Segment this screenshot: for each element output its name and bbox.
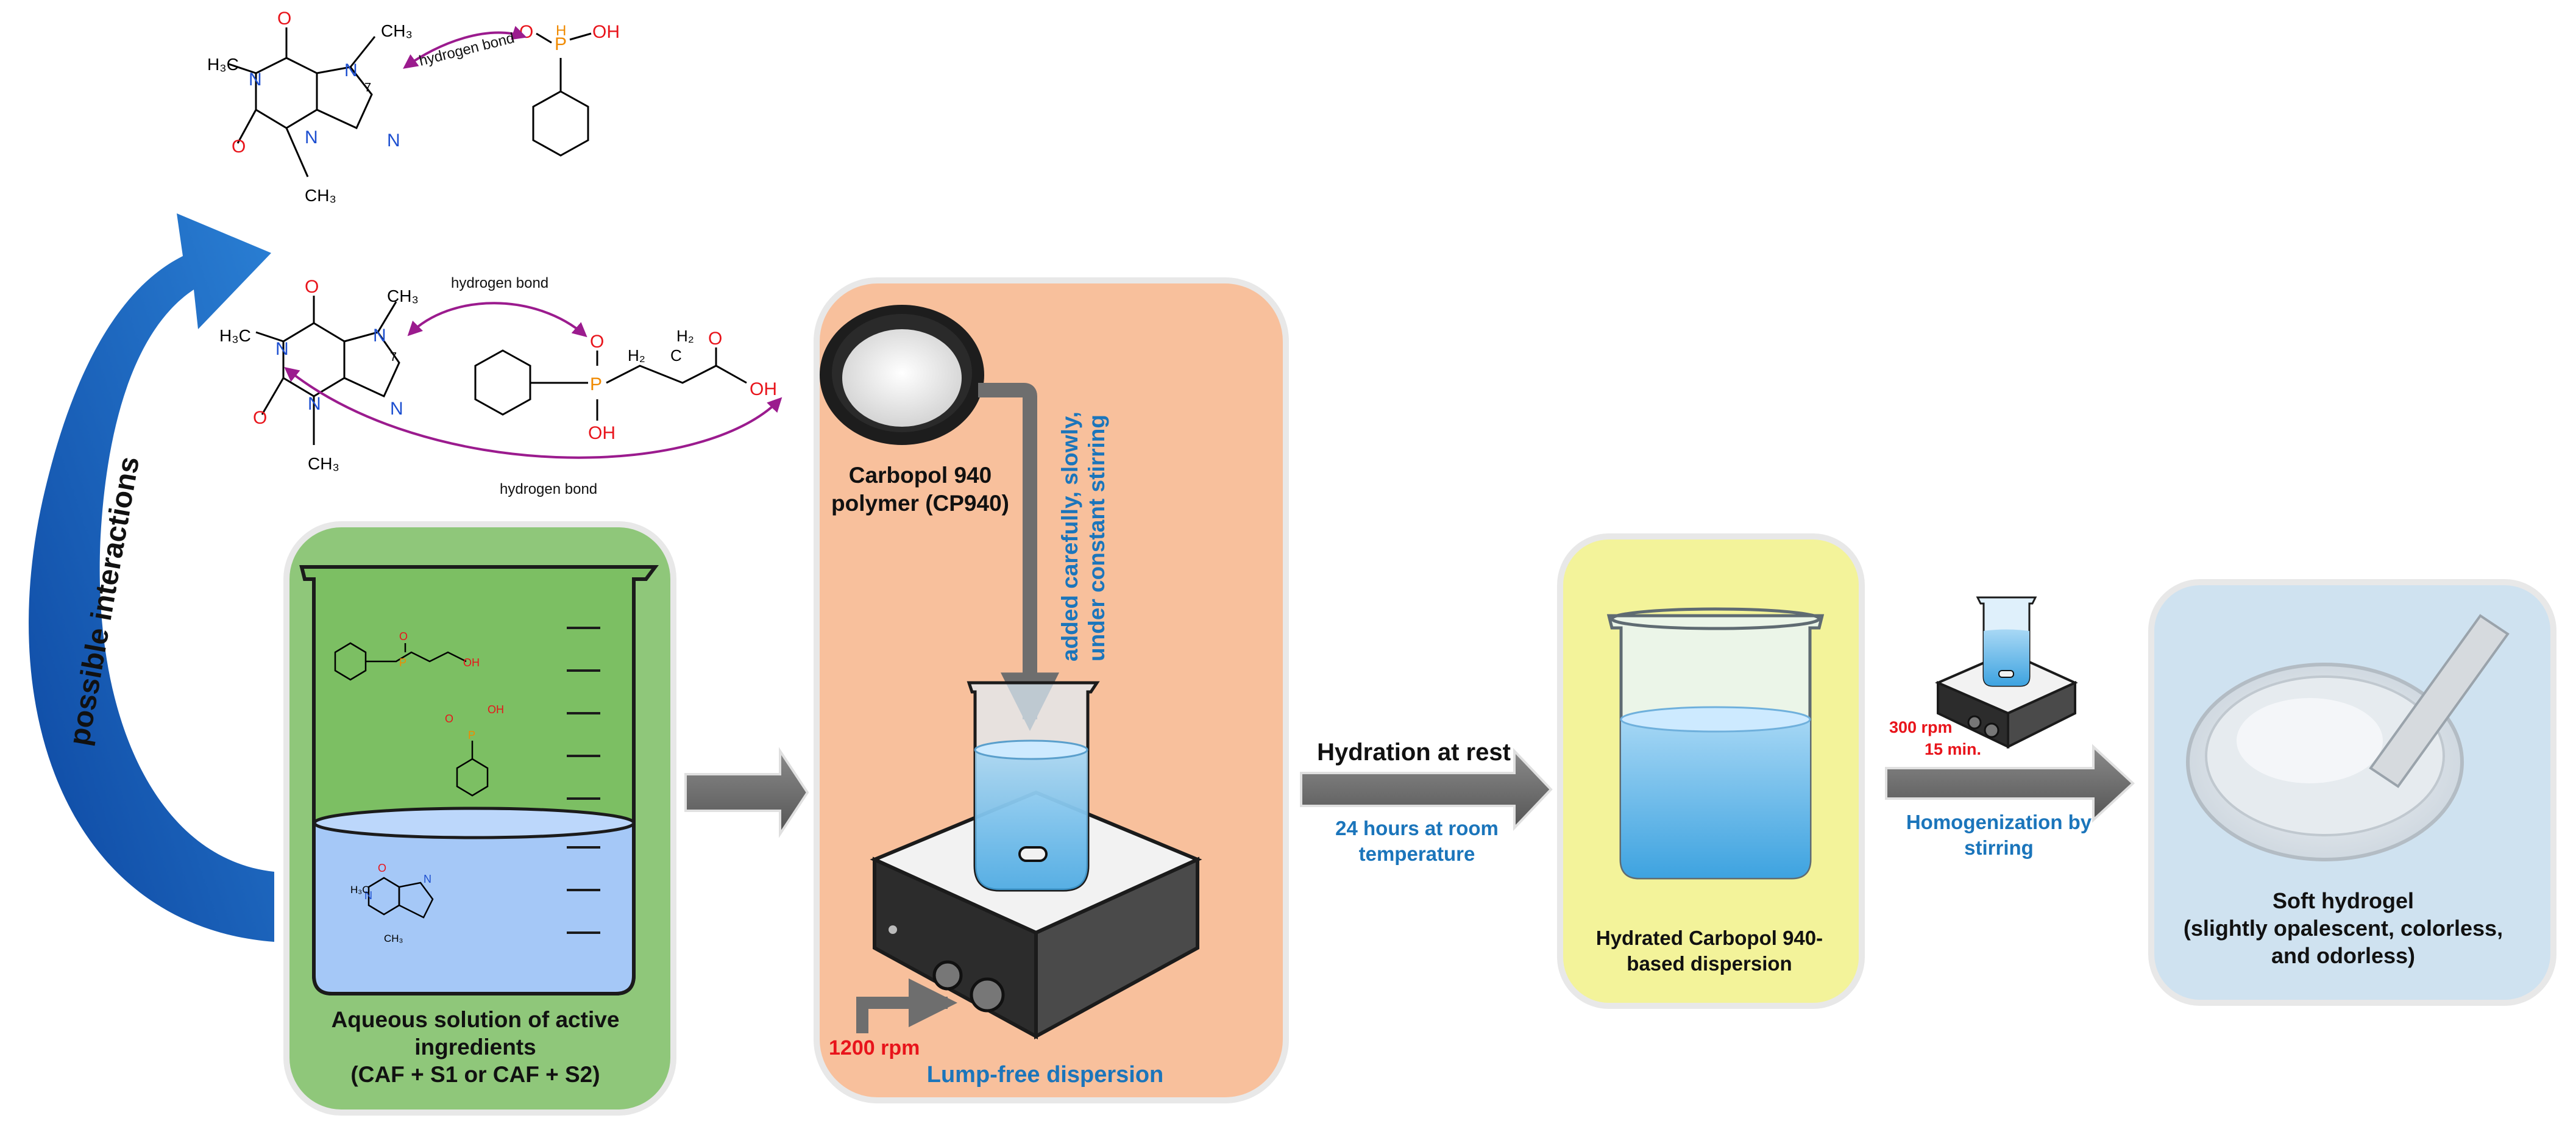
svg-text:N: N xyxy=(344,60,358,80)
arrow-hydration: Hydration at rest 24 hours at room tempe… xyxy=(1300,739,1553,865)
svg-text:O: O xyxy=(305,277,319,297)
svg-text:O: O xyxy=(277,9,291,29)
caffeine-atoms-mid: O O N N N N H₃C CH₃ CH₃ 7 xyxy=(219,277,419,473)
svg-text:H₃C: H₃C xyxy=(207,55,239,74)
beaker-hydrated-icon xyxy=(1606,607,1825,880)
aqueous-label-line2: ingredients xyxy=(414,1035,536,1060)
aqueous-label-line1: Aqueous solution of active xyxy=(332,1007,620,1032)
homogenization-time: 15 min. xyxy=(1925,740,1981,758)
hydration-detail-line1: 24 hours at room xyxy=(1335,817,1499,839)
svg-text:H₂: H₂ xyxy=(628,346,645,365)
hydrated-label-line2: based dispersion xyxy=(1627,952,1792,975)
svg-text:O: O xyxy=(399,630,408,643)
svg-text:N: N xyxy=(387,130,400,151)
powder-label-line2: polymer (CP940) xyxy=(831,491,1009,516)
svg-text:N: N xyxy=(305,127,318,148)
svg-text:O: O xyxy=(445,713,453,725)
hydrogel-label-line3: and odorless) xyxy=(2271,943,2415,968)
svg-text:O: O xyxy=(378,862,386,874)
svg-text:P: P xyxy=(555,34,567,54)
caffeine-structure-top xyxy=(228,27,376,177)
petri-dish-icon xyxy=(2186,614,2510,861)
svg-text:P: P xyxy=(399,657,406,669)
phenylphosphinic-acid-top: O P H OH xyxy=(519,22,620,157)
aqueous-label-line3: (CAF + S1 or CAF + S2) xyxy=(350,1062,600,1087)
pouring-arrow xyxy=(978,383,1059,732)
hydration-title: Hydration at rest xyxy=(1317,739,1511,766)
svg-text:OH: OH xyxy=(488,703,504,716)
hydrogen-bond-label-mid-bottom: hydrogen bond xyxy=(500,481,597,497)
svg-text:C: C xyxy=(670,346,682,365)
hydrogen-bond-label-mid-top: hydrogen bond xyxy=(451,275,548,291)
hydrogen-bond-label-top: hydrogen bond xyxy=(417,30,516,69)
svg-text:O: O xyxy=(708,329,722,349)
svg-text:CH₃: CH₃ xyxy=(381,21,413,40)
beaker-icon: O P OH O P OH O N N H₃C CH₃ xyxy=(299,565,659,995)
hydrogel-label-line1: Soft hydrogel xyxy=(2273,888,2414,913)
curved-arrow: possible interactions xyxy=(29,213,274,942)
small-stirrer-icon xyxy=(1934,596,2078,749)
svg-text:OH: OH xyxy=(463,657,480,669)
homogenization-detail-line2: stirring xyxy=(1964,836,2034,859)
homogenization-detail-line1: Homogenization by xyxy=(1906,811,2092,833)
svg-text:OH: OH xyxy=(588,423,616,443)
hydration-detail-line2: temperature xyxy=(1359,842,1475,865)
svg-text:7: 7 xyxy=(364,81,371,94)
svg-text:N: N xyxy=(424,873,431,885)
powder-bowl-icon xyxy=(820,305,984,445)
lump-free-label: Lump-free dispersion xyxy=(927,1062,1164,1088)
hydrogen-bond-top: hydrogen bond xyxy=(403,26,527,69)
svg-text:OH: OH xyxy=(592,22,620,42)
addition-note-line2: under constant stirring xyxy=(1084,415,1109,661)
svg-text:N: N xyxy=(364,889,372,902)
svg-text:N: N xyxy=(373,326,386,346)
hydrated-label-line1: Hydrated Carbopol 940- xyxy=(1596,927,1823,949)
svg-text:CH₃: CH₃ xyxy=(387,287,419,305)
svg-text:7: 7 xyxy=(390,351,397,364)
svg-text:CH₃: CH₃ xyxy=(308,454,339,473)
svg-text:CH₃: CH₃ xyxy=(305,186,336,205)
carbopol-speed-label: 1200 rpm xyxy=(829,1036,920,1060)
arrow-homogenization: Homogenization by stirring xyxy=(1885,744,2135,859)
homogenization-speed: 300 rpm xyxy=(1889,718,1953,736)
svg-text:H₃C: H₃C xyxy=(219,326,251,345)
svg-text:N: N xyxy=(390,399,403,419)
hydrogel-box: Soft hydrogel (slightly opalescent, colo… xyxy=(2148,579,2556,1006)
arrow-1 xyxy=(684,747,809,838)
svg-text:H₃C: H₃C xyxy=(350,884,369,896)
phenylphosphinyl-propanoic-acid: O P OH H₂ C H₂ O OH xyxy=(474,327,777,443)
svg-text:N: N xyxy=(275,339,289,359)
svg-text:P: P xyxy=(468,729,475,741)
svg-text:O: O xyxy=(590,332,604,352)
caffeine-atoms-top: O O N N N N H₃C CH₃ CH₃ 7 xyxy=(207,9,413,205)
caffeine-structure-mid xyxy=(255,296,400,445)
carbopol-box: Carbopol 940 polymer (CP940) added caref… xyxy=(814,277,1289,1103)
svg-text:CH₃: CH₃ xyxy=(384,933,403,944)
svg-text:O: O xyxy=(253,408,267,428)
svg-text:O: O xyxy=(232,137,246,157)
hydrogel-label-line2: (slightly opalescent, colorless, xyxy=(2184,916,2503,941)
svg-text:P: P xyxy=(590,374,602,394)
beaker-stirring-icon xyxy=(967,681,1100,892)
aqueous-solution-box: O P OH O P OH O N N H₃C CH₃ Aqueous solu… xyxy=(283,521,676,1116)
svg-text:N: N xyxy=(308,394,321,414)
hydrated-dispersion-box: Hydrated Carbopol 940- based dispersion xyxy=(1557,533,1865,1009)
powder-label-line1: Carbopol 940 xyxy=(849,463,992,488)
svg-text:H₂: H₂ xyxy=(676,327,694,345)
svg-text:O: O xyxy=(519,22,533,42)
addition-note-line1: added carefully, slowly, xyxy=(1057,411,1082,661)
svg-text:OH: OH xyxy=(750,379,777,399)
svg-text:H: H xyxy=(556,23,566,39)
svg-text:N: N xyxy=(249,69,262,90)
hydrogen-bonds-mid: hydrogen bond hydrogen bond xyxy=(284,275,782,497)
speed-arrow xyxy=(856,978,957,1033)
